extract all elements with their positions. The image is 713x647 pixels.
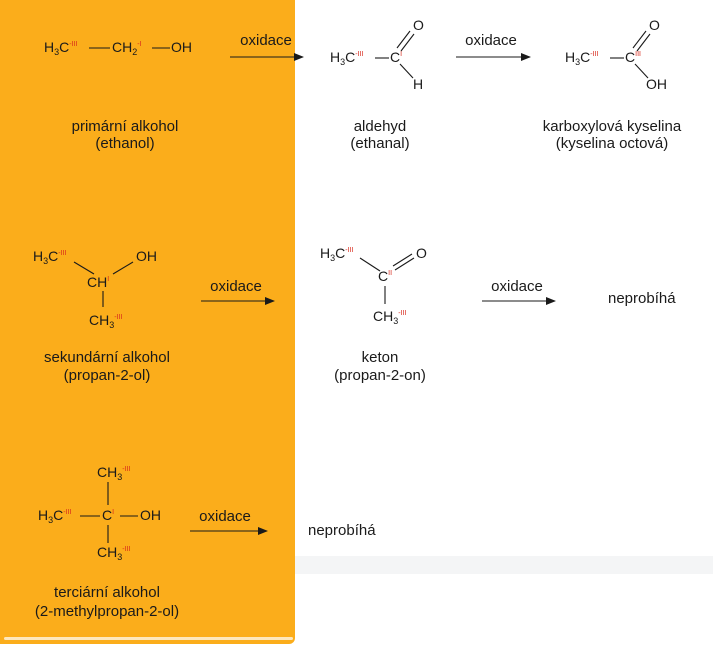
panel-bottom-line bbox=[4, 637, 293, 640]
ethanol-name: primární alkohol bbox=[72, 118, 179, 135]
propan-2-on-structure: H3C-III CII O CH3-III bbox=[320, 245, 427, 326]
propanon-name: keton bbox=[362, 349, 399, 366]
propanol-bond-c1c2 bbox=[73, 261, 95, 275]
acid-bond-co-b bbox=[632, 30, 647, 49]
acid-bond-coh bbox=[634, 63, 649, 79]
propanon-systematic: (propan-2-on) bbox=[334, 367, 426, 384]
arrow-label-4: oxidace bbox=[491, 278, 543, 295]
ethanal-bond-ch bbox=[399, 63, 414, 79]
propanon-bond-co-a bbox=[394, 257, 415, 271]
acid-oh: OH bbox=[646, 76, 667, 92]
ethanol-systematic: (ethanol) bbox=[95, 135, 154, 152]
propanol-bond-co bbox=[112, 261, 134, 275]
ethanol-c1: H3C-III bbox=[44, 39, 77, 57]
acid-bond-co-a bbox=[636, 33, 651, 52]
ethanal-c2: CI bbox=[390, 49, 402, 65]
acid-systematic: (kyselina octová) bbox=[556, 135, 669, 152]
arrow-label-3: oxidace bbox=[210, 278, 262, 295]
tbutanol-name: terciární alkohol bbox=[54, 584, 160, 601]
propanon-c2: CII bbox=[378, 268, 392, 284]
propanol-name: sekundární alkohol bbox=[44, 349, 170, 366]
arrow-label-2: oxidace bbox=[465, 32, 517, 49]
tbutanol-c-center: CI bbox=[102, 507, 114, 523]
acid-c2: CIII bbox=[625, 49, 641, 65]
propanon-bond-c1c2 bbox=[359, 257, 381, 272]
ethanol-oh: OH bbox=[171, 39, 192, 55]
tbutanol-c-bottom: CH3-III bbox=[97, 544, 130, 562]
ethanal-c1: H3C-III bbox=[330, 49, 363, 67]
arrow-label-5: oxidace bbox=[199, 508, 251, 525]
propanol-c3: CH3-III bbox=[89, 312, 122, 330]
propan-2-ol-structure: H3C-III OH CHI CH3-III bbox=[33, 248, 157, 330]
tbutanol-c-left: H3C-III bbox=[38, 507, 71, 525]
propanon-c1: H3C-III bbox=[320, 245, 353, 263]
arrow-label-1: oxidace bbox=[240, 32, 292, 49]
propanol-c2: CHI bbox=[87, 274, 109, 290]
acid-c1: H3C-III bbox=[565, 49, 598, 67]
tbutanol-systematic: (2-methylpropan-2-ol) bbox=[35, 603, 179, 620]
ethanal-o: O bbox=[413, 17, 424, 33]
ethanal-bond-co-a bbox=[400, 33, 415, 52]
ethanol-structure: H3C-III CH2-I OH bbox=[44, 39, 192, 57]
propanol-systematic: (propan-2-ol) bbox=[64, 367, 151, 384]
acetic-acid-structure: H3C-III CIII O OH bbox=[565, 17, 667, 92]
propanon-c3: CH3-III bbox=[373, 308, 406, 326]
ethanal-structure: H3C-III CI O H bbox=[330, 17, 424, 92]
tbutanol-oh: OH bbox=[140, 507, 161, 523]
propanon-o: O bbox=[416, 245, 427, 261]
no-reaction-keton: neprobíhá bbox=[608, 290, 676, 307]
acid-name: karboxylová kyselina bbox=[543, 118, 682, 135]
no-reaction-tertiary: neprobíhá bbox=[308, 522, 376, 539]
ethanol-c2: CH2-I bbox=[112, 39, 142, 57]
ethanal-name: aldehyd bbox=[354, 118, 407, 135]
propanol-oh: OH bbox=[136, 248, 157, 264]
orange-panel bbox=[0, 0, 295, 644]
ethanal-h: H bbox=[413, 76, 423, 92]
gray-band bbox=[295, 556, 713, 574]
ethanal-bond-co-b bbox=[396, 30, 411, 49]
acid-o: O bbox=[649, 17, 660, 33]
tbutanol-c-top: CH3-III bbox=[97, 464, 130, 482]
propanon-bond-co-b bbox=[392, 253, 413, 267]
ethanal-systematic: (ethanal) bbox=[350, 135, 409, 152]
propanol-c1: H3C-III bbox=[33, 248, 66, 266]
2-methylpropan-2-ol-structure: CH3-III H3C-III CI OH CH3-III bbox=[38, 464, 161, 562]
